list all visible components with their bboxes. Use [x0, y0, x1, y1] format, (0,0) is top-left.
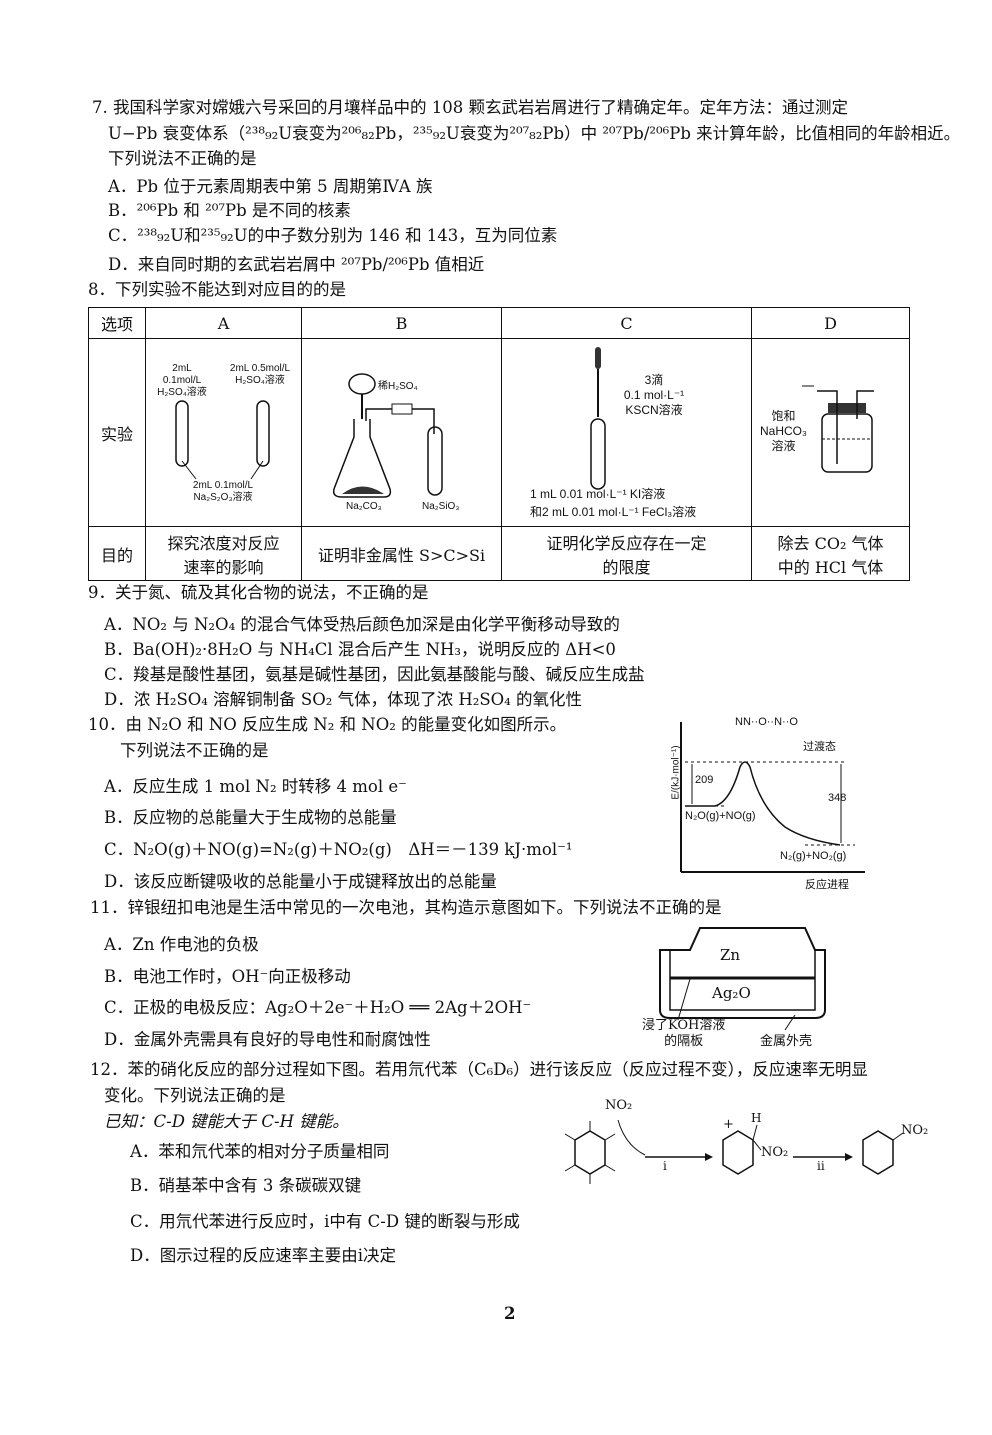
q10-option-c: C．N₂O(g)＋NO(g)=N₂(g)＋NO₂(g) ΔH＝－139 kJ·m…: [104, 840, 573, 859]
q11-option-c: C．正极的电极反应：Ag₂O＋2e⁻＋H₂O ══ 2Ag＋2OH⁻: [104, 998, 532, 1017]
q12-known: 已知：C-D 键能大于 C-H 键能。: [104, 1112, 349, 1131]
purpose-b: 证明非金属性 S>C>Si: [301, 526, 502, 581]
dropper-tube-diagram: [590, 347, 606, 490]
q7-stem-line3: 下列说法不正确的是: [108, 149, 257, 168]
q9-option-d: D．浓 H₂SO₄ 溶解铜制备 SO₂ 气体，体现了浓 H₂SO₄ 的氧化性: [104, 690, 583, 709]
q7-stem-line1: 7. 我国科学家对嫦娥六号采回的月壤样品中的 108 颗玄武岩岩屑进行了精确定年…: [92, 98, 848, 117]
q9-option-a: A．NO₂ 与 N₂O₄ 的混合气体受热后颜色加深是由化学平衡移动导致的: [104, 615, 620, 634]
q10-option-a: A．反应生成 1 mol N₂ 时转移 4 mol e⁻: [104, 777, 407, 796]
q12-option-b: B．硝基苯中含有 3 条碳碳双键: [130, 1176, 362, 1195]
flask-apparatus-diagram: [332, 373, 443, 498]
q8-table: 选项 A B C D 实验 2mL 0.1mol/L H₂SO₄溶液 2mL 0…: [88, 307, 910, 581]
q10-stem-line2: 下列说法不正确的是: [120, 741, 269, 760]
header-option: 选项: [88, 307, 146, 339]
q11-option-a: A．Zn 作电池的负极: [104, 935, 259, 954]
experiment-c: 3滴 0.1 mol·L⁻¹ KSCN溶液 1 mL 0.01 mol·L⁻¹ …: [501, 338, 752, 527]
q9-option-b: B．Ba(OH)₂·8H₂O 与 NH₄Cl 混合后产生 NH₃，说明反应的 Δ…: [104, 640, 616, 659]
q7-option-c: C．²³⁸₉₂U和²³⁵₉₂U的中子数分别为 146 和 143，互为同位素: [108, 226, 558, 245]
header-b: B: [301, 307, 502, 339]
energy-diagram: E/(kJ·mol⁻¹) NN··O··N··O 过渡态 209 348 N₂O…: [670, 716, 865, 891]
battery-diagram: Zn Ag₂O 浸了KOH溶液 的隔板 金属外壳: [630, 920, 870, 1060]
q12-option-a: A．苯和氘代苯的相对分子质量相同: [130, 1142, 390, 1161]
q10-stem-line1: 10．由 N₂O 和 NO 反应生成 N₂ 和 NO₂ 的能量变化如图所示。: [88, 715, 567, 734]
q11-stem: 11．锌银纽扣电池是生活中常见的一次电池，其构造示意图如下。下列说法不正确的是: [90, 898, 722, 917]
row-label-purpose: 目的: [88, 526, 146, 581]
purpose-c: 证明化学反应存在一定的限度: [501, 526, 752, 581]
nitration-scheme: NO₂ i + H NO₂ ii NO₂: [545, 1095, 940, 1205]
q12-option-d: D．图示过程的反应速率主要由i决定: [130, 1246, 397, 1265]
experiment-a: 2mL 0.1mol/L H₂SO₄溶液 2mL 0.5mol/L H₂SO₄溶…: [145, 338, 302, 527]
q12-stem-line1: 12．苯的硝化反应的部分过程如下图。若用氘代苯（C₆D₆）进行该反应（反应过程不…: [90, 1060, 868, 1079]
q11-option-b: B．电池工作时，OH⁻向正极移动: [104, 967, 351, 986]
q10-option-b: B．反应物的总能量大于生成物的总能量: [104, 808, 397, 827]
header-c: C: [501, 307, 752, 339]
experiment-b: 稀H₂SO₄ Na₂CO₃ Na₂SiO₃: [301, 338, 502, 527]
q9-stem: 9．关于氮、硫及其化合物的说法，不正确的是: [88, 583, 429, 602]
q7-stem-line2: U−Pb 衰变体系（²³⁸₉₂U衰变为²⁰⁶₈₂Pb，²³⁵₉₂U衰变为²⁰⁷₈…: [108, 124, 961, 143]
header-a: A: [145, 307, 302, 339]
header-d: D: [751, 307, 910, 339]
q11-option-d: D．金属外壳需具有良好的导电性和耐腐蚀性: [104, 1030, 431, 1049]
q7-option-a: A．Pb 位于元素周期表中第 5 周期第ⅣA 族: [108, 177, 433, 196]
q9-option-c: C．羧基是酸性基团，氨基是碱性基团，因此氨基酸能与酸、碱反应生成盐: [104, 665, 645, 684]
purpose-d: 除去 CO₂ 气体中的 HCl 气体: [751, 526, 910, 581]
page-number: 2: [504, 1304, 516, 1323]
gas-washing-bottle-diagram: [802, 385, 874, 473]
q7-option-d: D．来自同时期的玄武岩岩屑中 ²⁰⁷Pb/²⁰⁶Pb 值相近: [108, 255, 485, 274]
q12-option-c: C．用氘代苯进行反应时，i中有 C-D 键的断裂与形成: [130, 1212, 520, 1231]
purpose-a: 探究浓度对反应速率的影响: [145, 526, 302, 581]
test-tubes-diagram: [175, 400, 270, 480]
row-label-experiment: 实验: [88, 338, 146, 527]
q10-option-d: D．该反应断键吸收的总能量小于成键释放出的总能量: [104, 872, 497, 891]
experiment-d: 饱和 NaHCO₃ 溶液: [751, 338, 910, 527]
q12-stem-line2: 变化。下列说法正确的是: [104, 1086, 286, 1105]
q8-stem: 8．下列实验不能达到对应目的的是: [88, 280, 346, 299]
q7-option-b: B．²⁰⁶Pb 和 ²⁰⁷Pb 是不同的核素: [108, 201, 351, 220]
